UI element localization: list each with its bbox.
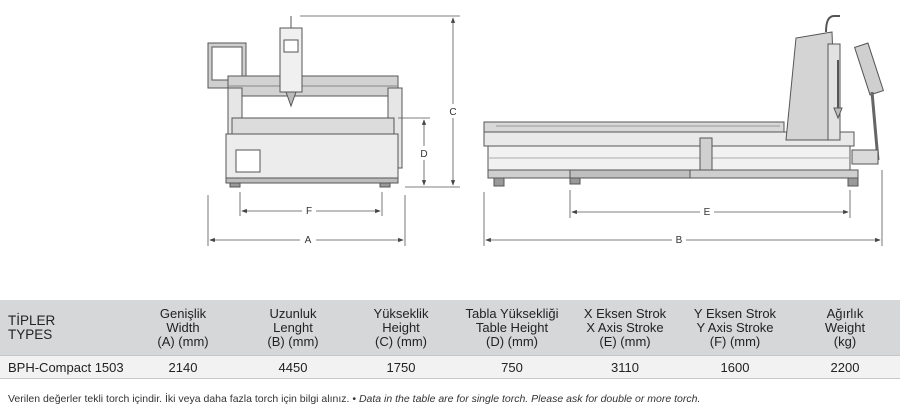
dim-label-e: E xyxy=(704,207,711,218)
footnote-turkish: Verilen değerler tekli torch içindir. İk… xyxy=(8,393,350,405)
cell-height: 1750 xyxy=(348,355,454,379)
table-row: BPH-Compact 1503 2140 4450 1750 750 3110… xyxy=(0,355,900,379)
dim-label-f: F xyxy=(306,206,312,217)
cell-weight: 2200 xyxy=(790,355,900,379)
footnote: Verilen değerler tekli torch içindir. İk… xyxy=(8,393,898,405)
cell-x-axis-stroke: 3110 xyxy=(570,355,680,379)
cell-model: BPH-Compact 1503 xyxy=(0,355,128,379)
cell-table-height: 750 xyxy=(454,355,570,379)
cell-length: 4450 xyxy=(238,355,348,379)
dim-label-d: D xyxy=(420,149,427,160)
dim-label-b: B xyxy=(676,235,683,246)
cell-y-axis-stroke: 1600 xyxy=(680,355,790,379)
dim-label-c: C xyxy=(449,107,456,118)
front-view-drawing xyxy=(207,16,403,188)
side-view-drawing xyxy=(483,15,885,187)
footnote-separator: • xyxy=(352,393,357,405)
footnote-english: Data in the table are for single torch. … xyxy=(358,393,701,405)
cell-width: 2140 xyxy=(128,355,238,379)
machine-drawings: A F C D E B xyxy=(207,15,885,246)
dim-label-a: A xyxy=(305,235,312,246)
